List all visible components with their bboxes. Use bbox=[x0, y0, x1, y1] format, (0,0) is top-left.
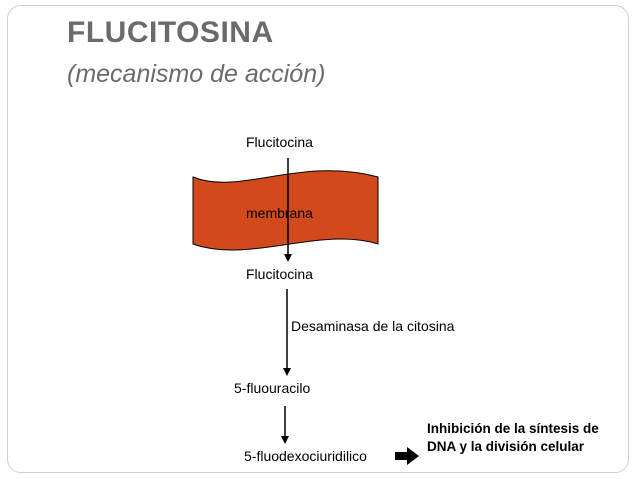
outcome-inhibicion: Inhibición de la síntesis de DNA y la di… bbox=[427, 421, 599, 454]
arrow-to-inhibicion bbox=[395, 447, 419, 465]
node-membrana: membrana bbox=[246, 205, 313, 221]
node-fluouracilo: 5-fluouracilo bbox=[234, 380, 311, 396]
slide-subtitle: (mecanismo de acción) bbox=[67, 60, 326, 88]
node-flucitocina-inside: Flucitocina bbox=[246, 266, 313, 282]
enzyme-desaminasa: Desaminasa de la citosina bbox=[291, 318, 455, 334]
node-fluodexociuridilico: 5-fluodexociuridilico bbox=[244, 448, 367, 464]
membrane-shape bbox=[192, 170, 379, 251]
node-flucitocina-outside: Flucitocina bbox=[246, 134, 313, 150]
slide-frame bbox=[7, 5, 629, 473]
slide-title: FLUCITOSINA bbox=[67, 16, 274, 49]
